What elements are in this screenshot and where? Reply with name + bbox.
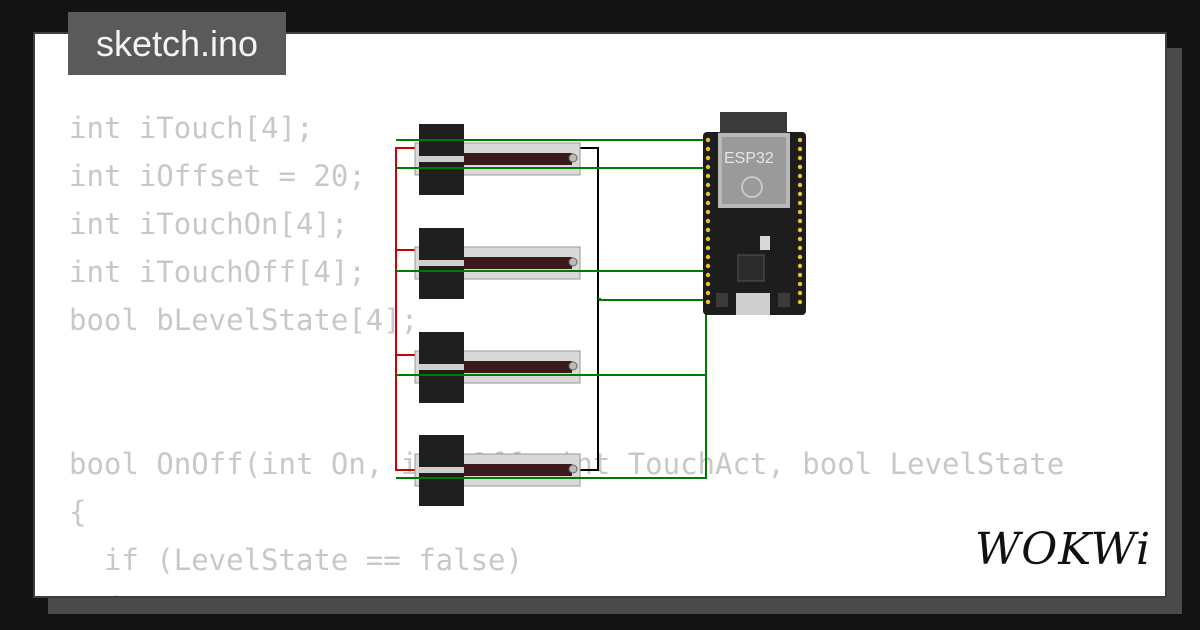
power-wire [395, 147, 420, 471]
slide-potentiometer[interactable] [414, 124, 581, 195]
ground-wire [578, 147, 599, 471]
code-line: { [69, 495, 87, 529]
left-pin-header [705, 137, 711, 305]
reset-button[interactable] [778, 293, 790, 307]
code-line: int iTouch[4]; [69, 111, 314, 145]
wokwi-logo: WOKWi [975, 524, 1152, 575]
code-editor: int iTouch[4]; int iOffset = 20; int iTouc… [69, 104, 1064, 596]
code-line: int iTouchOff[4]; [69, 255, 366, 289]
slide-potentiometer[interactable] [414, 228, 581, 299]
signal-wires [396, 139, 707, 479]
code-line: int iOffset = 20; [69, 159, 366, 193]
file-tab[interactable]: sketch.ino [68, 12, 286, 75]
espressif-logo-icon [741, 176, 763, 198]
boot-button[interactable] [716, 293, 728, 307]
esp32-board[interactable]: ESP32 [703, 112, 806, 315]
code-line: bool bLevelState[4]; [69, 303, 419, 337]
code-line: int iTouchOn[4]; [69, 207, 349, 241]
usb-port [736, 293, 770, 315]
preview-card: int iTouch[4]; int iOffset = 20; int iTouc… [33, 32, 1167, 598]
code-line: { [69, 584, 1064, 596]
right-pin-header [797, 137, 803, 305]
slide-potentiometer[interactable] [414, 332, 581, 403]
code-line: if (LevelState == false) [69, 543, 523, 577]
slide-potentiometer[interactable] [414, 435, 581, 506]
board-label: ESP32 [724, 150, 774, 167]
